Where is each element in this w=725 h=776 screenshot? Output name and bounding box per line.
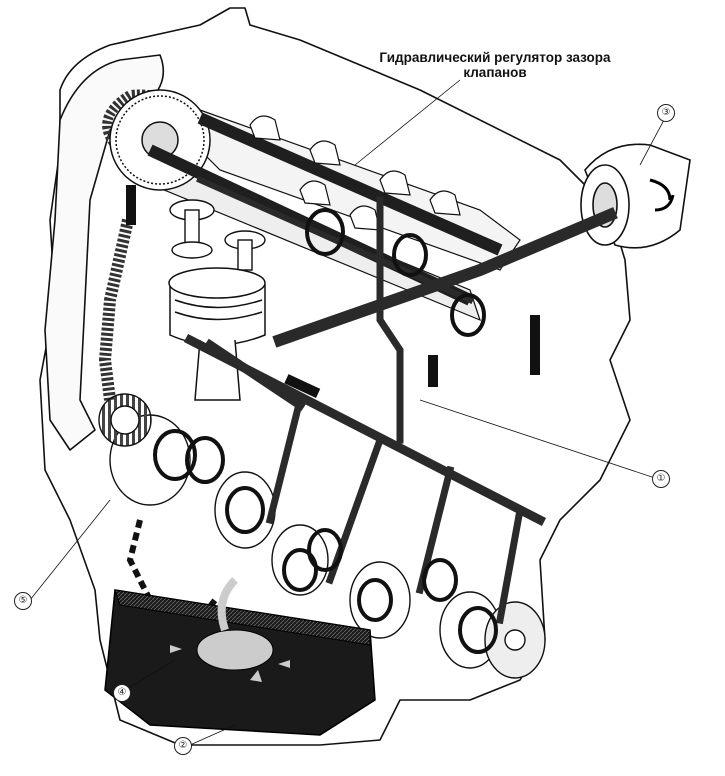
callout-1: ① [652,470,670,488]
oil-galleries [183,176,618,625]
rocker-arms [249,115,461,231]
callout-5: ⑤ [14,592,32,610]
oil-pan [104,577,376,736]
label-line-1: Гидравлический регулятор зазора [379,50,611,65]
valves [169,199,266,271]
callout-3: ③ [657,104,675,122]
piston [168,267,266,401]
label-line-2: клапанов [463,65,527,80]
leader-lines [29,79,666,746]
dowels [284,315,540,398]
callout-4: ④ [113,684,131,702]
crank-gear [98,393,152,447]
callout-2: ② [174,737,192,755]
valve-lash-adjuster-label: Гидравлический регулятор зазора клапанов [360,50,630,80]
oil-filter [580,143,691,249]
oil-ring-seals [153,208,498,654]
